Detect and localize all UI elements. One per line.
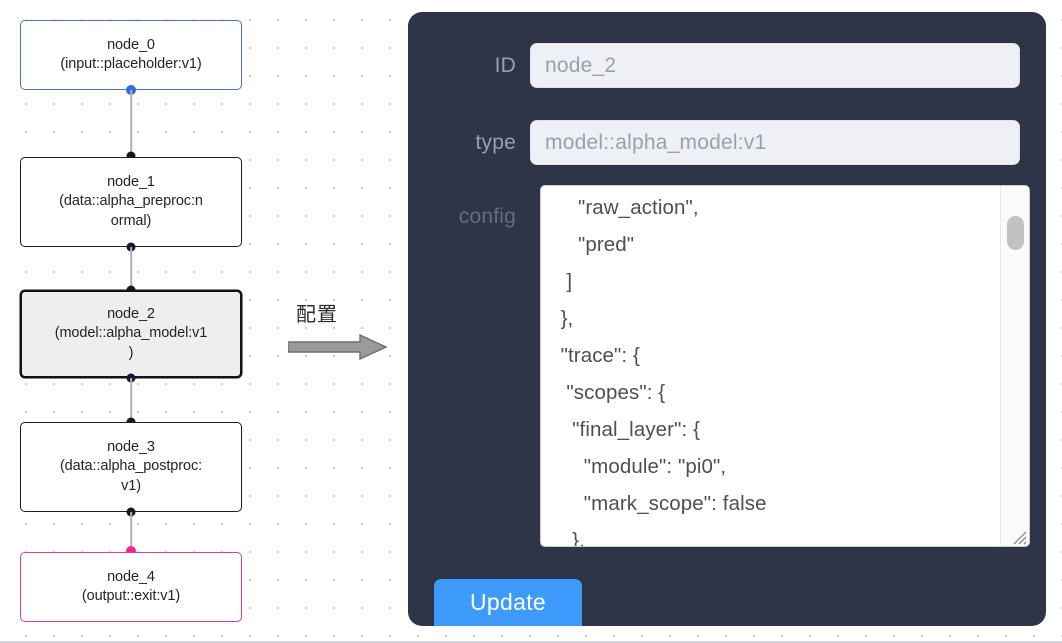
id-input[interactable]: node_2: [530, 43, 1020, 88]
graph-edge-node_1-node_2[interactable]: [130, 247, 132, 290]
id-field-label: ID: [494, 53, 516, 77]
type-field-row: type model::alpha_model:v1: [408, 120, 1046, 165]
id-field-row: ID node_2: [408, 43, 1046, 88]
type-input[interactable]: model::alpha_model:v1: [530, 120, 1020, 165]
node-handle-target-node_4[interactable]: [126, 546, 136, 556]
graph-node-label: node_1 (data::alpha_preproc:n ormal): [59, 174, 203, 229]
resize-grip-icon[interactable]: [1009, 527, 1027, 545]
graph-node-label: node_4 (output::exit:v1): [81, 568, 181, 604]
config-vertical-scrollbar[interactable]: [1000, 186, 1029, 546]
config-textarea-wrapper: "raw_action", "pred" ] }, "trace": { "sc…: [540, 185, 1030, 547]
graph-node-node_4[interactable]: node_4 (output::exit:v1): [20, 552, 242, 622]
configuration-arrow-annotation: 配置: [288, 298, 392, 360]
graph-node-label: node_2 (model::alpha_model:v1 ): [54, 306, 208, 361]
config-textarea[interactable]: "raw_action", "pred" ] }, "trace": { "sc…: [560, 196, 767, 546]
graph-node-node_0[interactable]: node_0 (input::placeholder:v1): [20, 20, 242, 90]
graph-node-node_3[interactable]: node_3 (data::alpha_postproc: v1): [20, 422, 242, 512]
canvas-bottom-border: [0, 641, 1062, 643]
graph-edge-node_3-node_4[interactable]: [130, 512, 132, 551]
graph-edge-node_2-node_3[interactable]: [130, 378, 132, 422]
graph-edge-node_0-node_1[interactable]: [130, 90, 132, 156]
node-config-panel: ID node_2 type model::alpha_model:v1 con…: [408, 12, 1046, 626]
node-handle-target-node_1[interactable]: [126, 151, 136, 161]
graph-node-node_2[interactable]: node_2 (model::alpha_model:v1 ): [20, 290, 242, 378]
update-button[interactable]: Update: [434, 579, 582, 626]
graph-node-label: node_3 (data::alpha_postproc: v1): [59, 439, 203, 494]
graph-node-label: node_0 (input::placeholder:v1): [60, 36, 202, 72]
right-arrow-icon: [288, 334, 388, 360]
graph-node-node_1[interactable]: node_1 (data::alpha_preproc:n ormal): [20, 157, 242, 247]
arrow-label: 配置: [296, 302, 338, 326]
config-field-label: config: [458, 205, 516, 228]
config-scrollbar-thumb[interactable]: [1007, 216, 1024, 250]
type-field-label: type: [475, 130, 516, 154]
